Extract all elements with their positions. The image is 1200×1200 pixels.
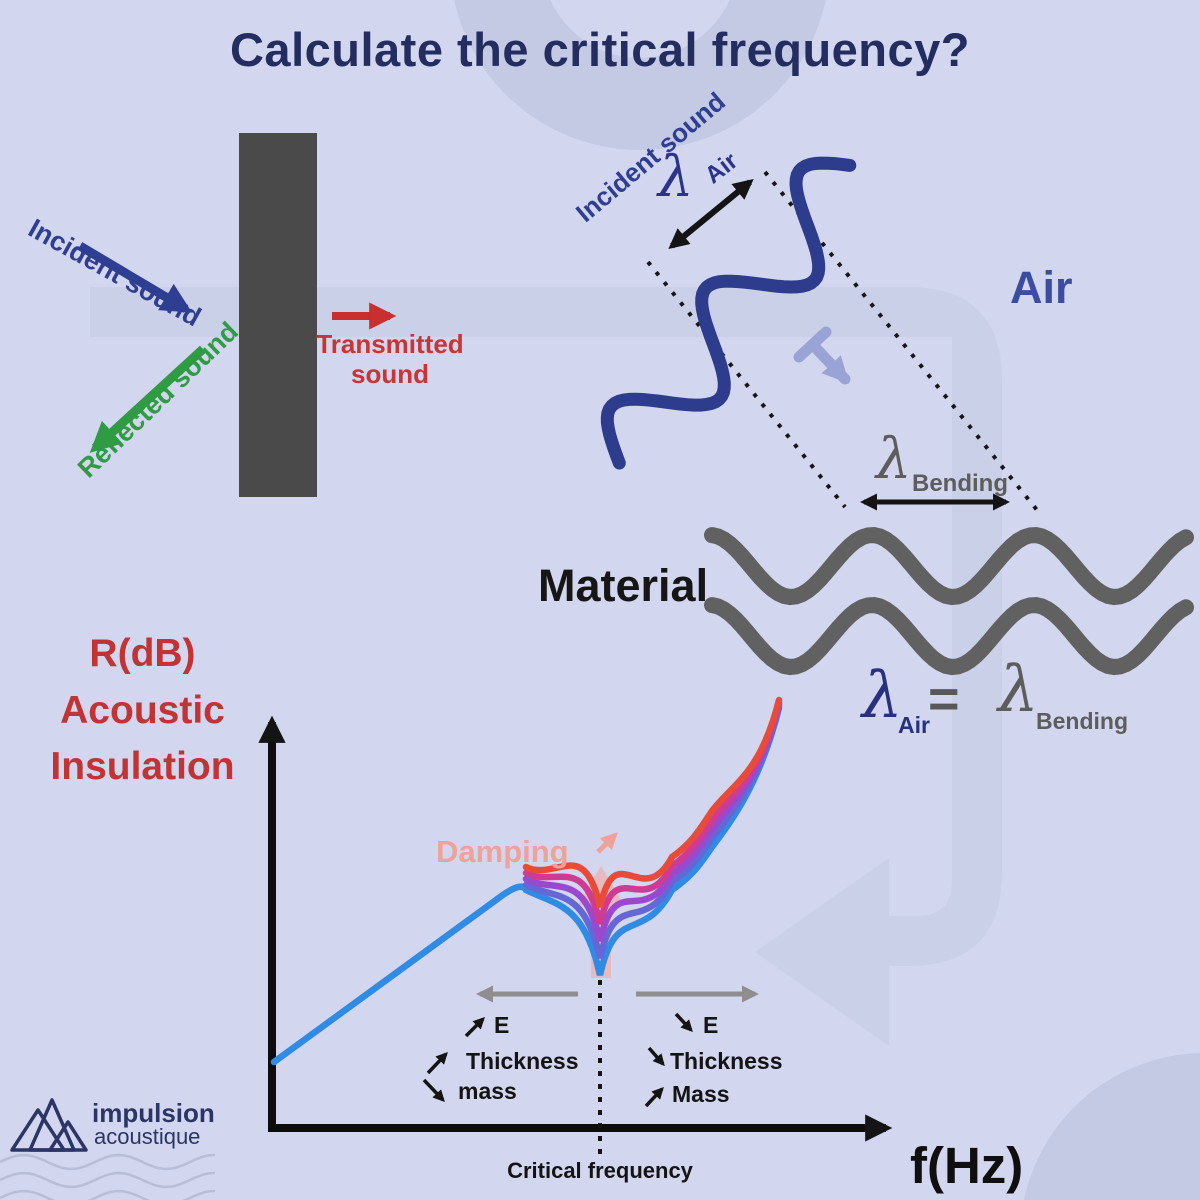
insulation-curves xyxy=(270,696,783,1066)
y-axis-label-line1: R(dB) xyxy=(89,632,196,675)
transmitted-sound-label: Transmitted sound xyxy=(315,329,465,390)
equation-rhs-subscript: Bending xyxy=(1036,708,1128,734)
air-wave-path xyxy=(600,156,857,470)
transmitted-line1: Transmitted xyxy=(316,329,464,359)
material-wave-2 xyxy=(704,597,1194,676)
lambda-bending-subscript: Bending xyxy=(912,470,1008,497)
anno-arrow-left-mass xyxy=(422,1078,445,1103)
anno-arrow-right-thickness xyxy=(647,1046,665,1067)
right-annotation-mass: Mass xyxy=(672,1081,730,1107)
lambda-bending-symbol: λ xyxy=(876,427,912,492)
incident-sound-arrow xyxy=(77,242,193,313)
transmitted-line2: sound xyxy=(351,358,429,389)
ripple-line-2 xyxy=(0,1171,216,1189)
ripple-line-3 xyxy=(0,1189,216,1200)
air-region-label: Air xyxy=(1010,262,1073,313)
damping-label: Damping xyxy=(436,834,569,869)
y-axis-label: R(dB) Acoustic Insulation xyxy=(25,626,260,796)
equation-lhs-lambda: λ xyxy=(862,659,903,733)
right-annotation-e: E xyxy=(703,1012,719,1038)
equation-equals: = xyxy=(928,669,960,729)
logo-text-line1: impulsion xyxy=(92,1098,215,1128)
chart-curve-3 xyxy=(522,700,783,942)
anno-arrow-left-thickness xyxy=(426,1051,448,1075)
wavefront-dotted-line-left xyxy=(646,260,847,509)
chart-curve-2 xyxy=(522,702,783,959)
x-axis-label: f(Hz) xyxy=(910,1137,1024,1194)
bending-motion-crossbar xyxy=(793,326,832,363)
logo-text-line2: acoustique xyxy=(94,1124,201,1149)
page-title: Calculate the critical frequency? xyxy=(229,23,971,76)
watermark-ring xyxy=(454,0,826,150)
reflected-sound-arrow xyxy=(89,345,207,453)
right-annotation-thickness: Thickness xyxy=(670,1048,783,1074)
anno-arrow-right-mass xyxy=(644,1086,664,1108)
air-sound-wave xyxy=(600,156,857,470)
material-bending-waves xyxy=(704,527,1194,676)
ripple-line-1 xyxy=(0,1153,216,1171)
watermark-corner-circle xyxy=(1023,1053,1200,1200)
left-annotation-mass: mass xyxy=(458,1078,517,1104)
material-wave-1 xyxy=(704,527,1194,606)
lambda-air-symbol: λ xyxy=(658,145,694,210)
equation-rhs-lambda: λ xyxy=(998,653,1039,727)
left-annotation-e: E xyxy=(494,1012,510,1038)
wall-rectangle xyxy=(239,133,317,497)
bending-motion-arrow xyxy=(807,339,851,385)
critical-frequency-label: Critical frequency xyxy=(507,1158,693,1183)
y-axis-label-line2: Acoustic xyxy=(60,688,225,732)
lambda-air-measure-arrow xyxy=(668,178,754,250)
logo-mountains-icon xyxy=(10,1098,88,1152)
left-annotation-thickness: Thickness xyxy=(466,1048,579,1074)
anno-arrow-left-e xyxy=(464,1017,485,1038)
chart-curve-1 xyxy=(270,704,783,1066)
chart-curve-4 xyxy=(522,698,783,925)
equation-lhs-subscript: Air xyxy=(898,712,930,738)
y-axis-label-line3: Insulation xyxy=(50,745,235,789)
damping-small-arrow xyxy=(596,832,618,854)
chart-curve-5 xyxy=(522,696,783,908)
material-label: Material xyxy=(538,560,709,611)
anno-arrow-right-e xyxy=(674,1012,693,1033)
ripple-decoration xyxy=(0,1153,216,1200)
